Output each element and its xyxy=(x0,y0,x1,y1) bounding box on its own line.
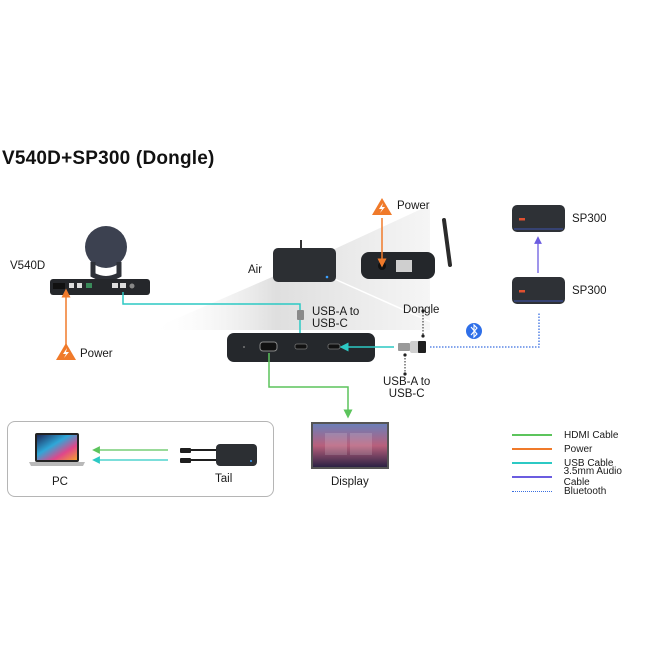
sp300-top-label: SP300 xyxy=(572,213,607,225)
legend-label-usb: USB Cable xyxy=(564,457,614,469)
air-power-label: Power xyxy=(397,200,430,212)
dongle-usb-label-line1: USB-A to xyxy=(383,376,431,388)
bluetooth-line xyxy=(430,312,540,348)
v540d-label: V540D xyxy=(10,260,46,272)
tail-device xyxy=(180,444,257,466)
dongle-usb-label-line2: USB-C xyxy=(388,388,425,400)
v540d-device xyxy=(50,226,150,295)
hub-usb-label: USB-A to USB-C xyxy=(312,306,359,330)
sp300-bottom-device xyxy=(512,277,565,304)
legend-label-power: Power xyxy=(564,443,593,455)
dongle-device xyxy=(398,341,426,353)
legend-item-audio: 3.5mm Audio Cable xyxy=(512,466,650,488)
pc-label: PC xyxy=(52,476,68,488)
air-power-icon xyxy=(372,198,392,215)
hdmi-line-hub-display xyxy=(268,353,353,419)
display-device xyxy=(311,422,389,469)
bluetooth-badge xyxy=(466,323,482,339)
beam-edge xyxy=(329,276,461,336)
legend-item-usb: USB Cable xyxy=(512,456,650,470)
pc-laptop-device xyxy=(29,433,85,466)
sp300-top-device xyxy=(512,205,565,232)
usb-line-v540d-hub xyxy=(122,292,305,343)
hub-usb-label-line1: USB-A to xyxy=(312,306,360,318)
perspective-beam xyxy=(150,205,430,330)
air-label: Air xyxy=(248,264,263,276)
dongle-usb-label: USB-A to USB-C xyxy=(383,376,430,400)
tail-label: Tail xyxy=(215,473,233,485)
display-label: Display xyxy=(331,476,369,488)
pc-tail-group xyxy=(7,421,274,497)
legend-item-bluetooth: Bluetooth xyxy=(512,484,650,498)
legend-label-bluetooth: Bluetooth xyxy=(564,485,607,497)
legend-item-hdmi: HDMI Cable xyxy=(512,428,650,442)
legend-swatch-usb xyxy=(512,462,552,464)
legend-item-power: Power xyxy=(512,442,650,456)
legend-swatch-audio xyxy=(512,476,552,478)
legend: HDMI Cable Power USB Cable 3.5mm Audio C… xyxy=(512,428,650,498)
legend-swatch-bluetooth xyxy=(512,490,552,492)
dongle-label: Dongle xyxy=(403,304,440,316)
sp300-bottom-label: SP300 xyxy=(572,285,607,297)
legend-swatch-power xyxy=(512,448,552,450)
legend-label-hdmi: HDMI Cable xyxy=(564,429,619,441)
v540d-power-label: Power xyxy=(80,348,113,360)
legend-swatch-hdmi xyxy=(512,434,552,436)
air-device xyxy=(273,240,336,282)
hub-usb-label-line2: USB-C xyxy=(312,318,348,330)
hub-device xyxy=(227,333,375,362)
legend-label-audio: 3.5mm Audio Cable xyxy=(563,466,622,488)
diagram-title: V540D+SP300 (Dongle) xyxy=(2,148,215,169)
v540d-power-icon xyxy=(56,343,76,360)
